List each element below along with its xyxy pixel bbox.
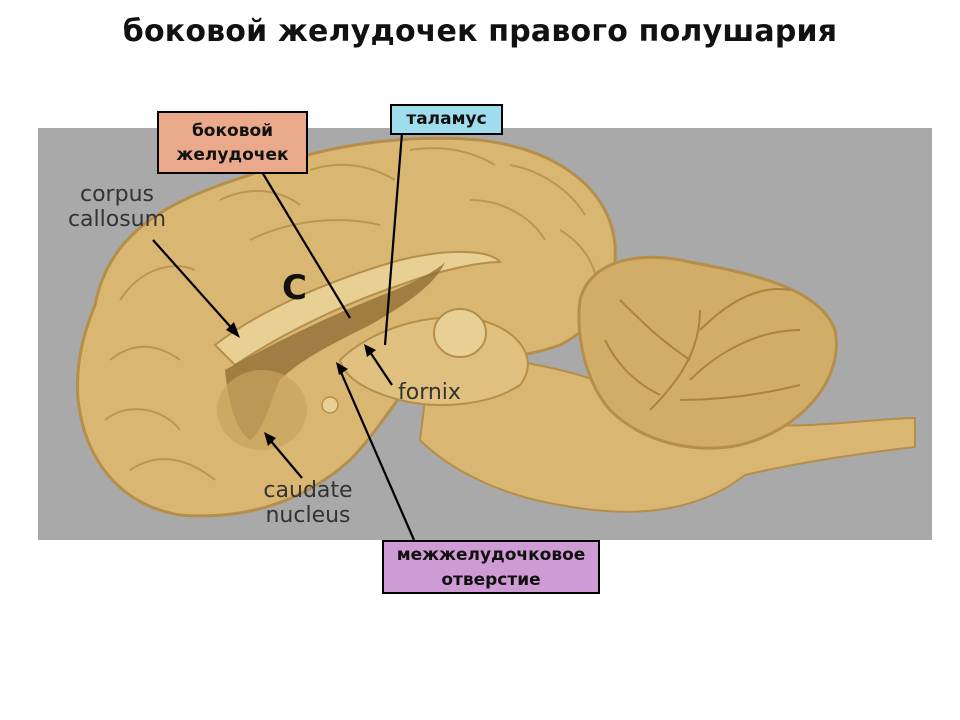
pointer-lines [152, 132, 416, 541]
pointer-caudate [269, 439, 303, 479]
label-corpus-callosum: corpus callosum [64, 182, 170, 232]
callout-thalamus: таламус [390, 104, 503, 135]
label-caudate-nucleus: caudate nucleus [252, 478, 364, 528]
gyri-texture [104, 147, 600, 481]
arbor-vitae [604, 288, 801, 411]
corpus-callosum-band [213, 250, 503, 367]
arrowhead-foramen [336, 362, 348, 375]
cerebellum [577, 255, 838, 450]
callout-interventricular-foramen: межжелудочковое отверстие [382, 540, 600, 594]
caudate-region [217, 370, 307, 450]
pointer-arrowheads [226, 322, 376, 446]
callout-lateral-ventricle: боковой желудочек [157, 111, 308, 174]
label-corpus-callosum-line2: callosum [67, 207, 167, 232]
callout-foramen-line1: межжелудочковое [396, 545, 586, 565]
label-fornix: fornix [398, 380, 461, 405]
arrowhead-fornix [364, 344, 376, 357]
label-c: C [282, 268, 307, 308]
arrowhead-caudate [264, 432, 276, 446]
label-corpus-callosum-line1: corpus [80, 182, 154, 207]
slide-title: боковой желудочек правого полушария [122, 14, 838, 49]
callout-lateral-ventricle-line1: боковой [191, 121, 274, 141]
callout-foramen-line2: отверстие [441, 570, 541, 590]
pointer-corpus-callosum [152, 239, 237, 334]
mamillary-body [321, 396, 339, 414]
lateral-ventricle-cavity [225, 262, 445, 440]
label-caudate-line2: nucleus [265, 503, 351, 528]
pointer-foramen [338, 369, 416, 541]
label-caudate-line1: caudate [263, 478, 353, 503]
pointer-fornix [369, 351, 393, 386]
arrowhead-corpus-callosum [226, 322, 240, 338]
thalamus-nucleus-small [433, 308, 487, 358]
callout-lateral-ventricle-line2: желудочек [176, 145, 289, 165]
pointer-thalamus [383, 132, 404, 346]
pointer-lateral-ventricle [261, 171, 351, 319]
